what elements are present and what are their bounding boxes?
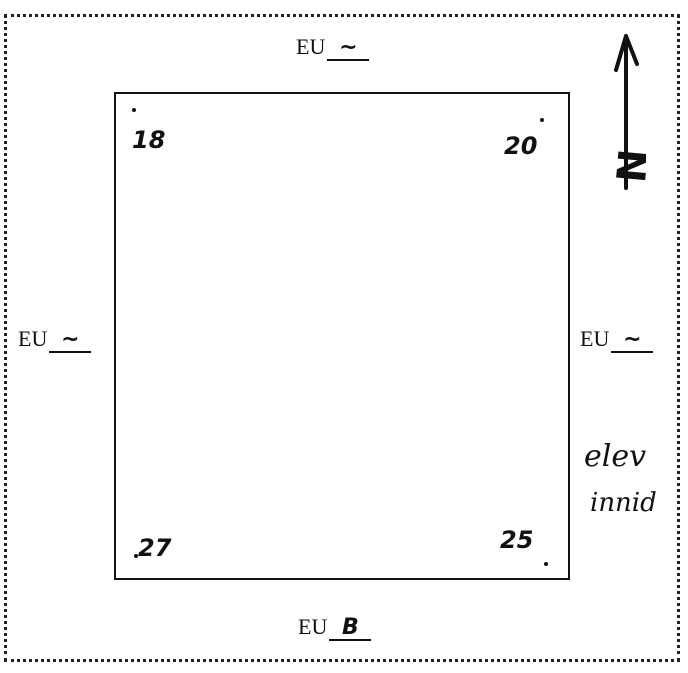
eu-prefix: EU	[580, 326, 610, 351]
eu-prefix: EU	[298, 614, 328, 639]
excavation-unit-square	[114, 92, 570, 580]
eu-label-left: EU~	[18, 326, 92, 353]
handwritten-note-line-2: innid	[590, 488, 657, 518]
eu-prefix: EU	[296, 34, 326, 59]
corner-depth-ne: 20	[504, 132, 538, 160]
corner-point-sw	[134, 554, 138, 558]
handwritten-note-line-1: elev	[584, 439, 647, 474]
eu-fill: B	[329, 617, 372, 641]
north-letter: N	[609, 147, 646, 184]
eu-fill: ~	[327, 37, 370, 61]
eu-label-top: EU~	[296, 34, 370, 61]
corner-point-nw	[132, 108, 136, 112]
eu-prefix: EU	[18, 326, 48, 351]
eu-fill: ~	[49, 329, 92, 353]
north-arrow-icon: N	[609, 34, 646, 190]
corner-depth-se: 25	[500, 526, 534, 554]
corner-depth-nw: 18	[132, 126, 166, 154]
eu-fill: ~	[611, 329, 654, 353]
outer-dotted-frame	[4, 14, 680, 662]
corner-point-se	[544, 562, 548, 566]
corner-depth-sw: 27	[138, 534, 172, 562]
eu-label-right: EU~	[580, 326, 654, 353]
corner-point-ne	[540, 118, 544, 122]
